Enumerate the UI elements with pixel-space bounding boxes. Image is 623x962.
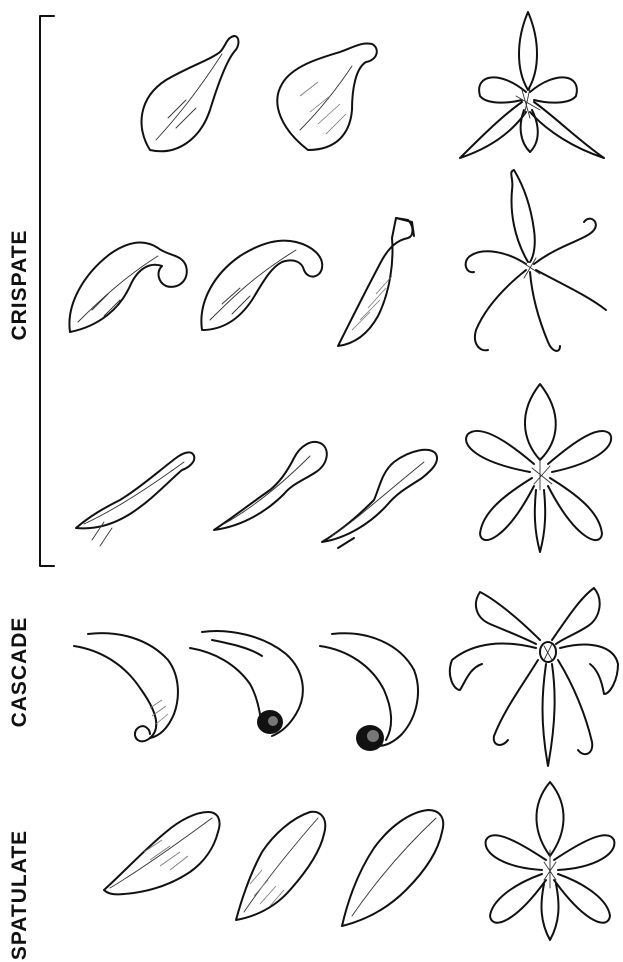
cascade-petal-1 bbox=[74, 633, 178, 741]
row2-petal-2 bbox=[201, 241, 322, 330]
row2-petal-1 bbox=[69, 243, 186, 332]
row3-petal-2 bbox=[214, 442, 327, 530]
spatulate-flower bbox=[486, 782, 615, 940]
crispate-bracket bbox=[40, 16, 54, 566]
row1-petal-1 bbox=[142, 36, 239, 151]
row2-petal-3 bbox=[338, 218, 414, 346]
cascade-flower bbox=[450, 588, 618, 766]
row1-flower bbox=[460, 12, 604, 158]
row2-flower bbox=[466, 170, 606, 351]
cascade-petal-2 bbox=[190, 631, 303, 736]
cascade-petal-3 bbox=[320, 633, 418, 751]
spatulate-petal-1 bbox=[104, 812, 220, 894]
spatulate-petal-2 bbox=[236, 812, 325, 920]
spatulate-petal-3 bbox=[342, 810, 443, 926]
row3-petal-3 bbox=[322, 450, 437, 548]
row1-petal-2 bbox=[277, 43, 376, 150]
row3-flower bbox=[466, 384, 611, 552]
row3-petal-1 bbox=[76, 452, 194, 546]
